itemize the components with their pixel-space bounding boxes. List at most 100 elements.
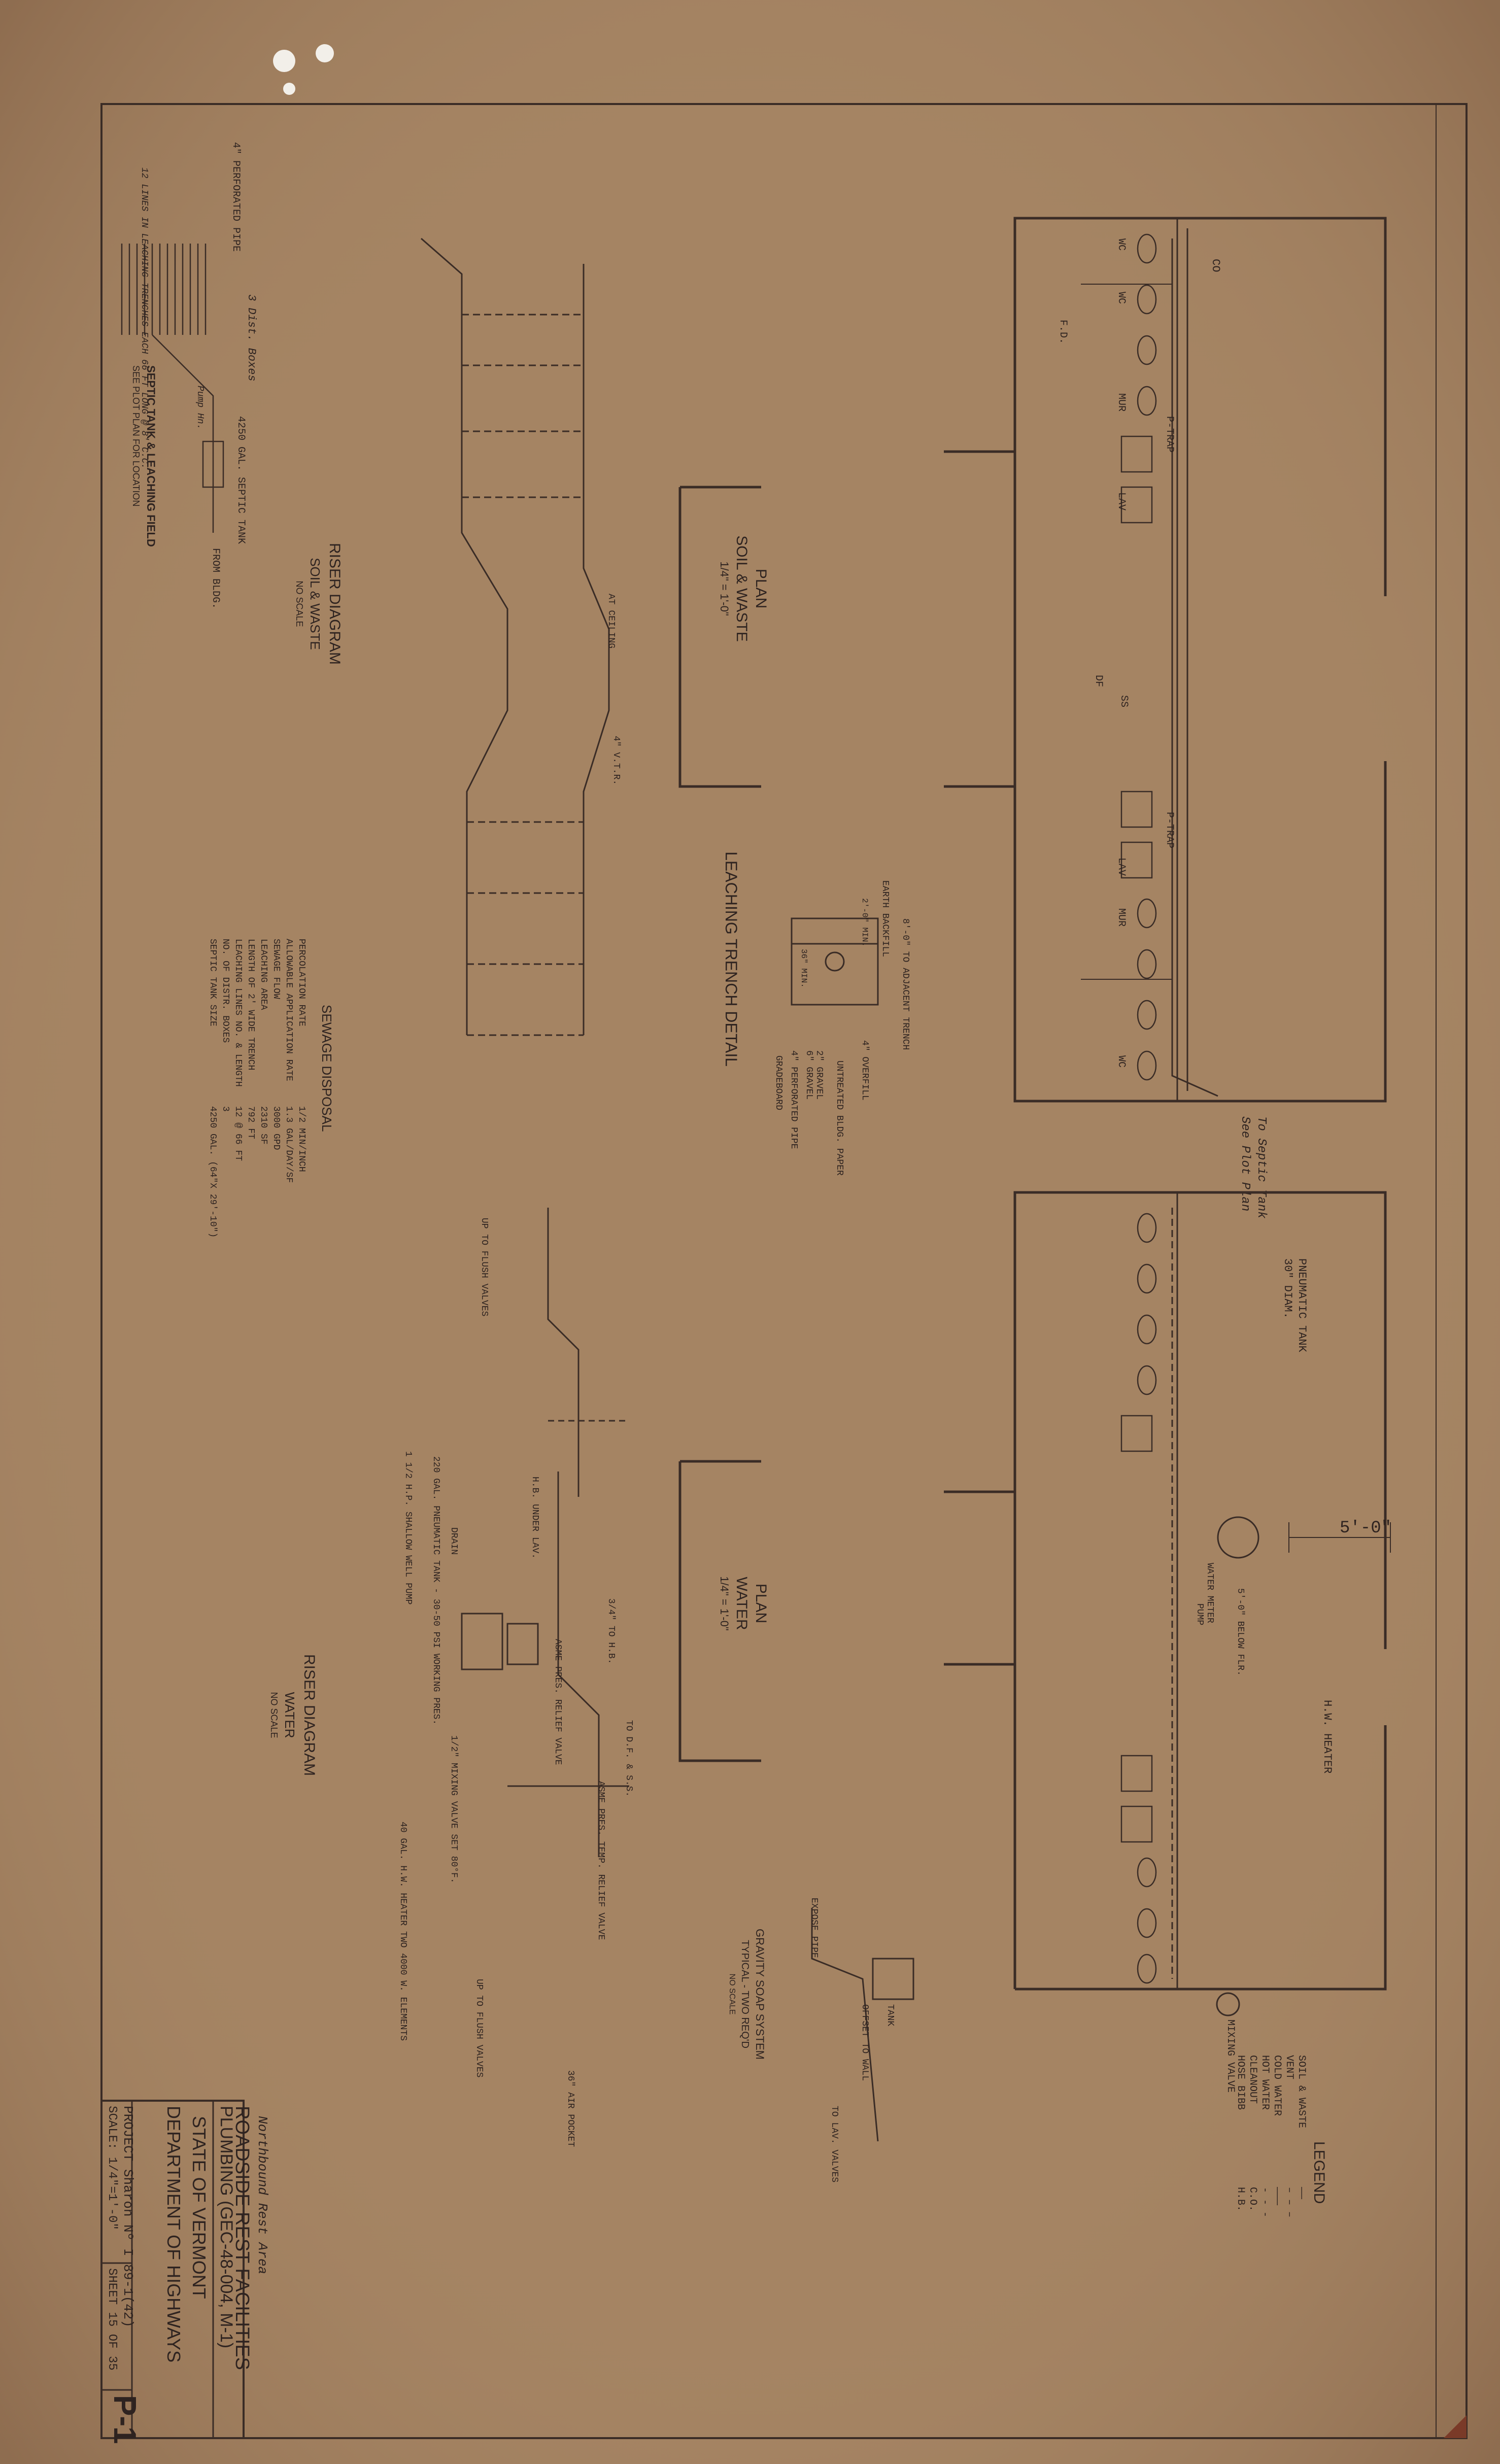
sewage-label-2: SEWAGE FLOW: [271, 939, 281, 999]
up-flush-note-2: UP TO FLUSH VALVES: [474, 1979, 484, 2077]
pneumatic-label: PNEUMATIC TANK: [1296, 1258, 1308, 1353]
leaching-trench-detail: 8'-0" TO ADJACENT TRENCH EARTH BACKFILL …: [722, 851, 910, 1176]
agency-line2: DEPARTMENT OF HIGHWAYS: [163, 2106, 184, 2363]
tank-note: TANK: [885, 2004, 895, 2026]
lav-label-1: LAV: [1115, 492, 1127, 510]
drain-note: DRAIN: [449, 1527, 459, 1555]
subtitle-text: PLUMBING (GEC-48-004, M-1): [217, 2106, 236, 2348]
legend-item-hosebibb: HOSE BIBB: [1235, 2055, 1246, 2110]
sewage-label-5: LEACHING LINES NO. & LENGTH: [233, 939, 243, 1087]
plan-water: PNEUMATIC TANK 30" DIAM. H.W. HEATER MIX…: [678, 1191, 1391, 2093]
legend: LEGEND SOIL & WASTE VENT COLD WATER HOT …: [1235, 2055, 1327, 2217]
overfill-note: 4" OVERFILL: [860, 1040, 870, 1101]
legend-symbol-hot: - - -: [1259, 2187, 1271, 2217]
legend-symbol-vent: – – –: [1283, 2187, 1295, 2217]
ptrap-label-1: P-TRAP: [1164, 416, 1175, 453]
hb-under-note: H.B. UNDER LAV.: [530, 1477, 540, 1559]
sewage-label-3: LEACHING AREA: [258, 939, 268, 1010]
min36-note: 36" MIN.: [799, 949, 808, 988]
plan-soil-waste: CO WC WC MUR LAV P-TRAP P-TRAP DF SS F.D…: [678, 217, 1387, 1219]
title-block: Northbound Rest Area ROADSIDE REST FACIL…: [100, 2100, 270, 2444]
asme-temp-note: ASME PRES. TEMP. RELIEF VALVE: [596, 1781, 606, 1940]
dist-boxes-note: 3 Dist. Boxes: [245, 294, 258, 382]
fd-label-1: F.D.: [1057, 320, 1069, 344]
plan-soil-line2: SOIL & WASTE: [733, 535, 750, 642]
to-hb-note: 3/4" TO H.B.: [606, 1598, 616, 1664]
punch-holes: [273, 44, 334, 95]
sewage-value-0: 1/2 MIN/INCH: [296, 1106, 306, 1172]
corner-mark: [1444, 2415, 1467, 2438]
legend-item-soil: SOIL & WASTE: [1296, 2055, 1307, 2128]
heater-desc-note: 40 GAL. H.W. HEATER TWO 4000 W. ELEMENTS: [398, 1822, 408, 2041]
riser-water-scale: NO SCALE: [269, 1692, 279, 1738]
scale-text: SCALE: 1/4"=1'-0": [105, 2106, 119, 2230]
df-label: DF: [1093, 675, 1104, 687]
legend-item-cleanout: CLEANOUT: [1247, 2055, 1258, 2104]
mur-label-2: MUR: [1115, 908, 1127, 927]
below-floor-label: 5'-0" BELOW FLR.: [1235, 1588, 1245, 1676]
to-septic-note: To Septic Tank: [1254, 1116, 1268, 1219]
perf4-note: 4" PERFORATED PIPE: [789, 1050, 799, 1149]
sewage-value-2: 3000 GPD: [271, 1106, 281, 1150]
sewage-title: SEWAGE DISPOSAL: [319, 1005, 334, 1132]
riser-water-line2: WATER: [282, 1692, 297, 1738]
sewage-value-4: 792 FT: [246, 1106, 256, 1139]
riser-soil-waste: AT CEILING 4" V.T.R. RISER DIAGRAM SOIL …: [294, 237, 621, 1036]
sewage-label-4: LENGTH OF 2' WIDE TRENCH: [246, 939, 256, 1070]
perforated-note: 4" PERFORATED PIPE: [230, 142, 242, 252]
gravel6-note: 6" GRAVEL: [804, 1050, 814, 1100]
sewage-value-3: 2310 SF: [258, 1106, 268, 1145]
soap-scale: NO SCALE: [728, 1974, 736, 2015]
asme-relief-note: ASME PRES. RELIEF VALVE: [553, 1639, 563, 1765]
lines-note: 12 LINES IN LEACHING TRENCHES EACH 66 FT…: [139, 167, 149, 469]
plan-water-line2: WATER: [733, 1577, 750, 1630]
gravel2-note: 2" GRAVEL: [814, 1050, 824, 1100]
sewage-value-7: 4250 GAL. (64"X 29'-10"): [208, 1106, 218, 1238]
legend-symbol-cleanout: C.O.: [1247, 2187, 1258, 2211]
soap-title: GRAVITY SOAP SYSTEM: [754, 1929, 766, 2060]
mur-label-1: MUR: [1115, 393, 1127, 412]
offset-note: OFFSET TO WALL: [860, 2004, 870, 2081]
title-text: ROADSIDE REST FACILITIES: [231, 2106, 253, 2370]
from-bldg-note: FROM BLDG.: [210, 548, 221, 609]
pump-label: PUMP: [1195, 1603, 1205, 1625]
plan-soil-title: PLAN: [753, 569, 769, 608]
plan-water-scale: 1/4" = 1'-0": [718, 1576, 731, 1630]
up-flush-note-1: UP TO FLUSH VALVES: [479, 1218, 489, 1316]
pump-desc-note: 1 1/2 H.P. SHALLOW WELL PUMP: [403, 1451, 413, 1604]
sewage-label-1: ALLOWABLE APPLICATION RATE: [284, 939, 294, 1081]
dim24-note: 2'-0" MIN.: [860, 898, 869, 947]
mixing-desc-note: 1/2" MIXING VALVE SET 80°F.: [449, 1735, 459, 1884]
leaching-title: LEACHING TRENCH DETAIL: [722, 851, 740, 1067]
water-meter-label: WATER METER: [1205, 1563, 1215, 1623]
hw-heater-label: H.W. HEATER: [1321, 1700, 1334, 1773]
sewage-label-6: NO. OF DISTR. BOXES: [220, 939, 230, 1043]
co-label: CO: [1209, 259, 1222, 272]
sewage-label-7: SEPTIC TANK SIZE: [208, 939, 218, 1026]
septic-title: SEPTIC TANK & LEACHING FIELD: [145, 365, 157, 547]
plan-soil-scale: 1/4" = 1'-0": [718, 561, 731, 615]
location-text: Northbound Rest Area: [255, 2116, 270, 2274]
septic-tank-note: 4250 GAL. SEPTIC TANK: [235, 416, 247, 544]
gravity-soap-system: EXPOSE PIPE OFFSET TO WALL TANK TO LAV. …: [728, 1898, 914, 2182]
riser-soil-title: RISER DIAGRAM: [326, 543, 343, 665]
plan-water-title: PLAN: [753, 1584, 769, 1623]
pump-hn-note: Pump Hn.: [195, 386, 205, 429]
gradeboard-note: GRADEBOARD: [773, 1055, 783, 1110]
vtr-note: 4" V.T.R.: [611, 736, 621, 785]
ss-label: SS: [1118, 695, 1130, 707]
air-pocket-note: 36" AIR POCKET: [565, 2070, 575, 2147]
ptrap-label-2: P-TRAP: [1164, 812, 1175, 848]
wc-label-2: WC: [1115, 292, 1127, 304]
riser-water-title: RISER DIAGRAM: [301, 1654, 318, 1776]
sheet-text: SHEET 15 OF 35: [105, 2268, 119, 2371]
legend-symbol-cold: ———: [1271, 2186, 1283, 2206]
legend-item-cold: COLD WATER: [1271, 2055, 1283, 2116]
to-db-note: TO D.F. & S.S.: [624, 1720, 634, 1797]
mixing-valve-label: MIXING VALVE: [1224, 2020, 1236, 2093]
project-text: PROJECT Sharon Nº I 89-1(42): [120, 2106, 135, 2328]
riser-soil-scale: NO SCALE: [294, 580, 304, 627]
sewage-value-6: 3: [220, 1106, 230, 1112]
pneumatic-desc-note: 220 GAL. PNEUMATIC TANK - 30-50 PSI WORK…: [431, 1456, 441, 1725]
sewage-label-0: PERCOLATION RATE: [296, 939, 306, 1026]
